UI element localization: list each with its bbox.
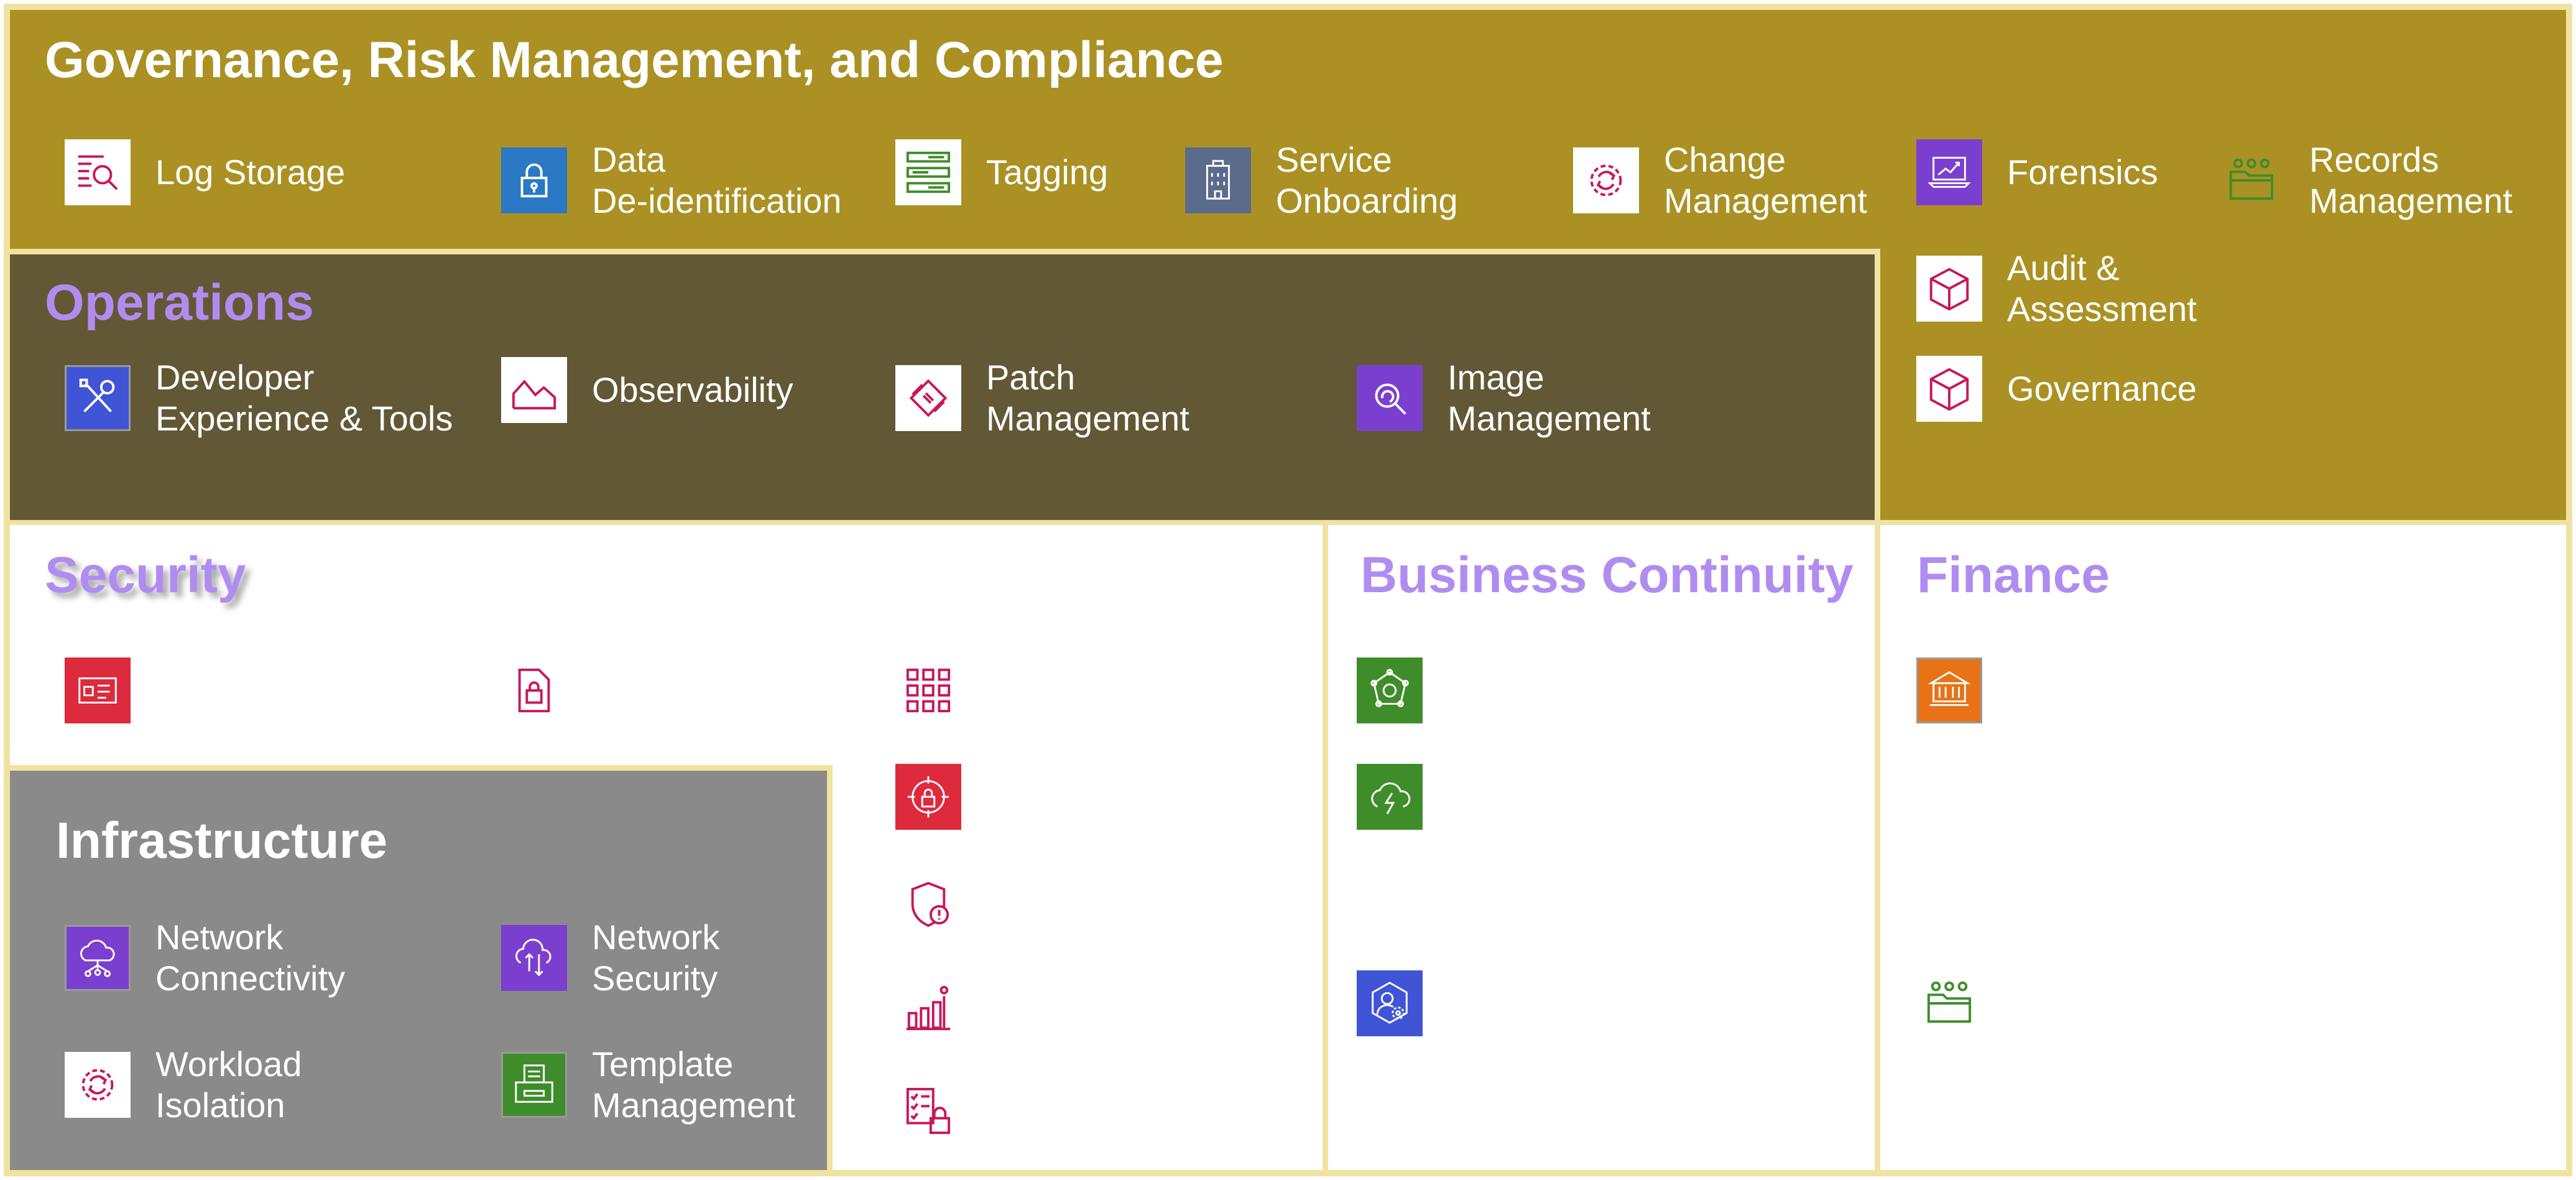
cloud-network-icon: [65, 925, 131, 991]
ops-item-label: Image Management: [1447, 358, 1651, 438]
gov-item-audit-assessment: Audit & Assessment: [1916, 248, 2197, 330]
area-chart-icon: [501, 357, 567, 423]
gov-item-label: Governance: [2007, 369, 2197, 408]
tools-icon: [65, 365, 131, 431]
infra-item-workload-isolation: Workload Isolation: [65, 1044, 302, 1126]
gov-item-label: Audit & Assessment: [2007, 248, 2197, 328]
gear-cycle-icon: [1573, 147, 1639, 213]
gear-cycle-icon: [65, 1052, 131, 1118]
user-gear-icon: [1357, 970, 1423, 1036]
gov-item-governance: Governance: [1916, 356, 2197, 422]
infra-item-label: Network Security: [592, 918, 720, 998]
tag-list-icon: [895, 139, 961, 205]
printer-icon: [501, 1052, 567, 1118]
image-search-icon: [1357, 365, 1423, 431]
infra-item-template-management: Template Management: [501, 1044, 795, 1126]
gov-item-label: Service Onboarding: [1276, 140, 1458, 220]
ops-item-observability: Observability: [501, 357, 793, 423]
infrastructure-panel: [10, 765, 833, 1170]
gov-item-tagging: Tagging: [895, 139, 1108, 205]
finance-panel: [1880, 520, 2566, 1170]
business-continuity-panel: [1328, 520, 1880, 1170]
checklist-lock-icon: [895, 1078, 961, 1144]
id-card-lock-icon: [65, 657, 131, 723]
infra-item-network-security: Network Security: [501, 917, 719, 999]
document-lock-icon: [501, 657, 567, 723]
gov-item-label: Tagging: [986, 152, 1109, 192]
infra-item-label: Template Management: [592, 1044, 795, 1125]
gov-item-label: Data De-identification: [592, 140, 842, 220]
ops-item-patch-management: Patch Management: [895, 357, 1189, 439]
gov-item-label: Log Storage: [155, 152, 346, 192]
bar-info-icon: [895, 975, 961, 1041]
governance-title: Governance, Risk Management, and Complia…: [45, 32, 1224, 88]
business-continuity-title: Business Continuity: [1360, 547, 1854, 603]
log-search-icon: [65, 139, 131, 205]
billing-icon: [1916, 657, 1982, 723]
finance-title: Finance: [1917, 547, 2110, 603]
cloud-transfer-icon: [501, 925, 567, 991]
ops-item-developer-experience: Developer Experience & Tools: [65, 357, 453, 439]
infrastructure-title: Infrastructure: [56, 812, 388, 869]
grid-icon: [895, 657, 961, 723]
ops-item-image-management: Image Management: [1357, 357, 1651, 439]
padlock-icon: [501, 147, 567, 213]
ops-item-label: Developer Experience & Tools: [155, 358, 453, 438]
infra-item-label: Network Connectivity: [155, 918, 346, 998]
gov-item-service-onboarding: Service Onboarding: [1185, 139, 1458, 221]
gov-item-label: Forensics: [2007, 152, 2158, 192]
patch-icon: [895, 365, 961, 431]
gov-item-forensics: Forensics: [1916, 139, 2158, 205]
cube-icon: [1916, 256, 1982, 322]
backup-hub-icon: [1357, 657, 1423, 723]
gov-item-data-deidentification: Data De-identification: [501, 139, 842, 221]
shield-alert-icon: [895, 871, 961, 937]
target-lock-icon: [895, 764, 961, 830]
cloud-bolt-icon: [1357, 764, 1423, 830]
gov-item-label: Records Management: [2309, 140, 2513, 220]
gov-item-label: Change Management: [1664, 140, 1867, 220]
folder-icon: [2218, 147, 2284, 213]
security-title: Security: [45, 547, 246, 603]
cube-icon: [1916, 356, 1982, 422]
gov-item-records-management: Records Management: [2218, 139, 2513, 221]
folder-icon: [1916, 970, 1982, 1036]
ops-item-label: Patch Management: [986, 358, 1189, 438]
gov-item-change-management: Change Management: [1573, 139, 1867, 221]
gov-item-log-storage: Log Storage: [65, 139, 345, 205]
infra-item-network-connectivity: Network Connectivity: [65, 917, 345, 999]
infra-item-label: Workload Isolation: [155, 1044, 302, 1125]
laptop-chart-icon: [1916, 139, 1982, 205]
operations-title: Operations: [45, 274, 314, 331]
building-icon: [1185, 147, 1251, 213]
ops-item-label: Observability: [592, 370, 793, 409]
